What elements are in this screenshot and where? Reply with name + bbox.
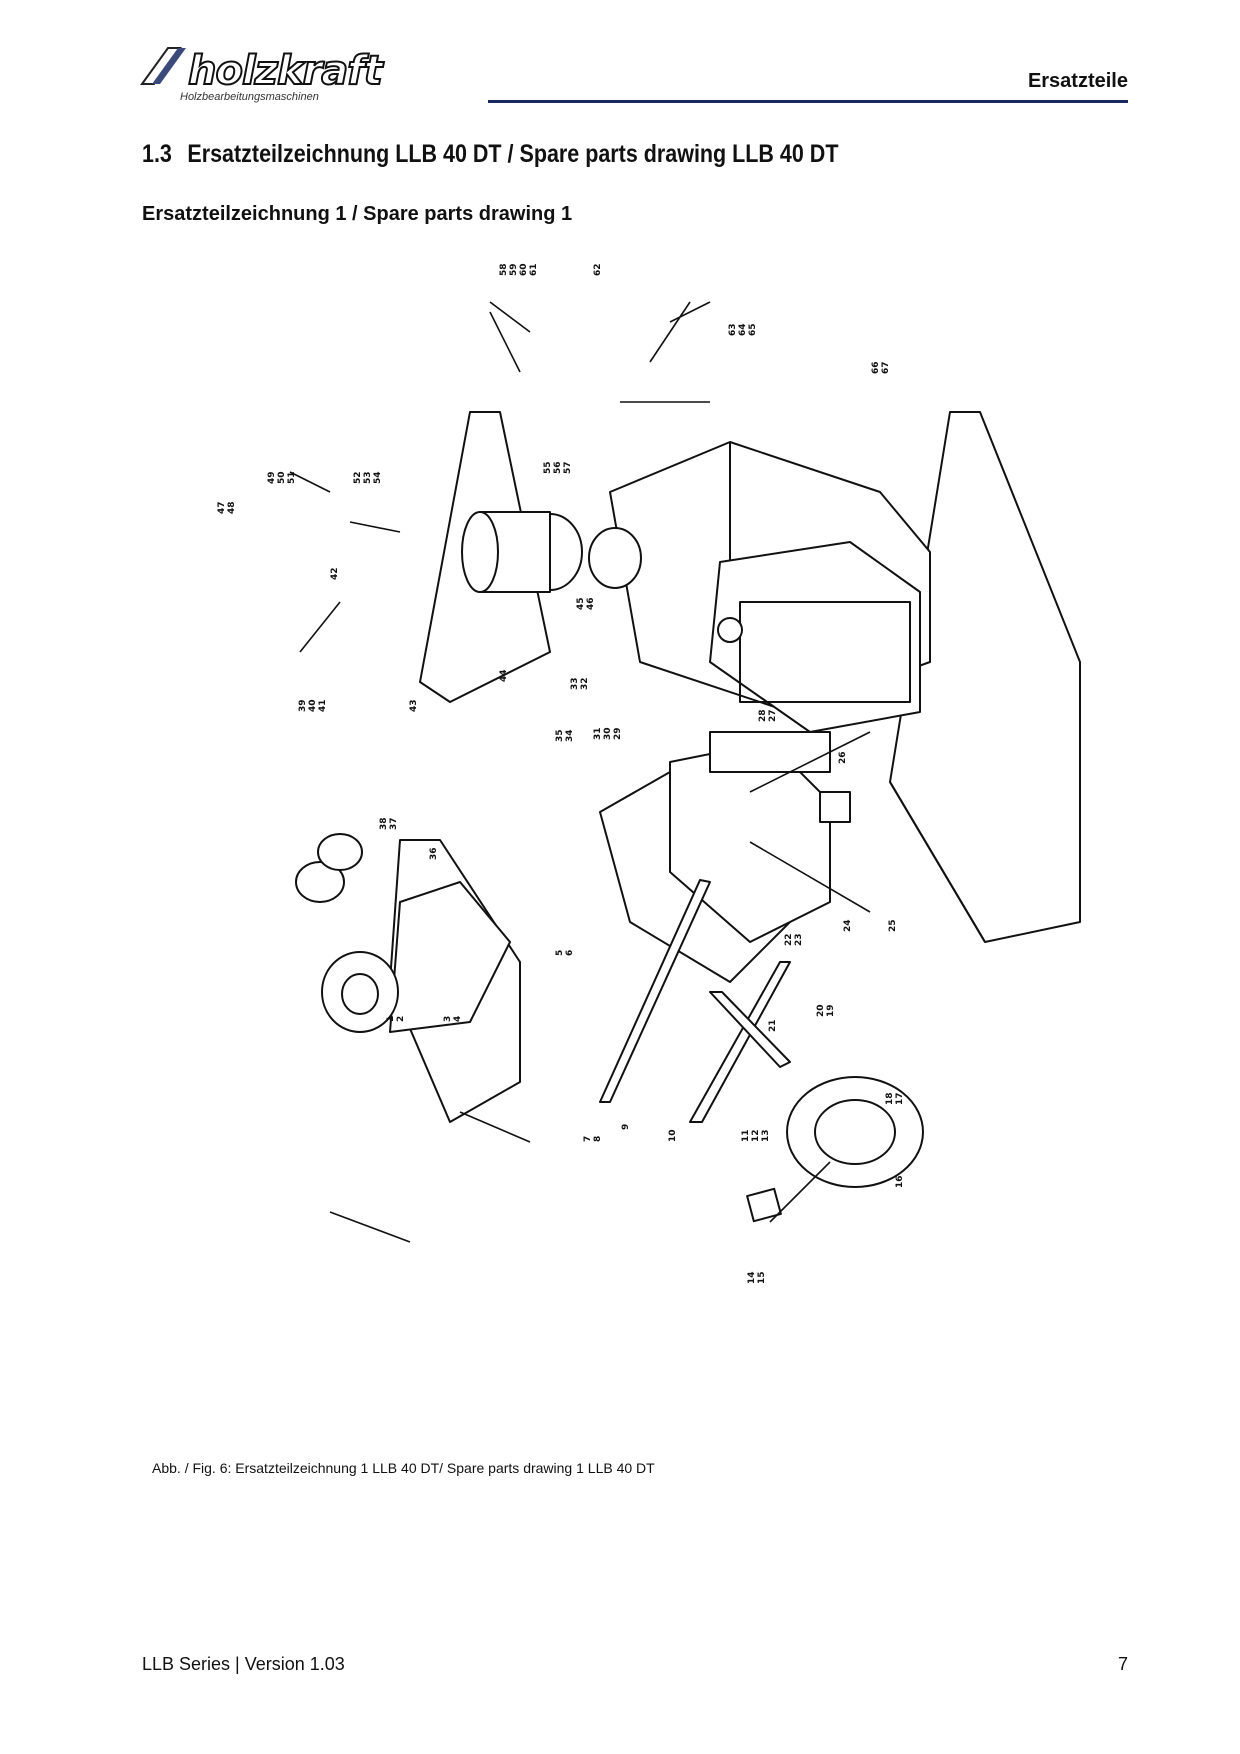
part-label: 35: [555, 729, 565, 742]
spare-parts-drawing: 1 2 3 4 5 6 7 8 9 10 11 12 13 14 15 16 1…: [150, 262, 1110, 1442]
part-label: 15: [757, 1271, 767, 1284]
part-label: 9: [621, 1124, 631, 1130]
part-label: 4: [453, 1016, 463, 1022]
part-label: 31: [593, 727, 603, 740]
part-label: 29: [613, 727, 623, 740]
part-label: 30: [603, 727, 613, 740]
part-label: 47: [217, 501, 227, 514]
part-label: 41: [318, 699, 328, 712]
part-label: 43: [409, 699, 419, 712]
part-label: 12: [751, 1129, 761, 1142]
part-label: 24: [843, 919, 853, 932]
part-label: 39: [298, 699, 308, 712]
handwheel: [786, 1076, 924, 1188]
part-label: 6: [565, 950, 575, 956]
part-label: 60: [519, 263, 529, 276]
part-label: 36: [429, 847, 439, 860]
part-label: 37: [389, 817, 399, 830]
part-label: 3: [443, 1016, 453, 1022]
part-label: 49: [267, 471, 277, 484]
footer-series: LLB Series | Version 1.03: [142, 1654, 345, 1674]
part-label: 22: [784, 933, 794, 946]
part-label: 44: [499, 669, 509, 682]
part-label: 66: [871, 361, 881, 374]
part-label: 34: [565, 729, 575, 742]
part-label: 54: [373, 471, 383, 484]
section-title: Ersatzteile: [1027, 70, 1128, 92]
part-label: 2: [396, 1016, 406, 1022]
part-label: 67: [881, 361, 891, 374]
part-label: 57: [563, 461, 573, 474]
brand-wordmark: holzkraft: [188, 48, 385, 94]
part-label: 46: [586, 597, 596, 610]
part-label: 52: [353, 471, 363, 484]
part-label: 33: [570, 677, 580, 690]
part-label: 7: [583, 1136, 593, 1142]
page-number: 7: [1117, 1654, 1128, 1674]
brand-tagline: Holzbearbeitungsmaschinen: [180, 91, 319, 103]
part-label: 17: [895, 1092, 905, 1105]
part-label: 20: [816, 1004, 826, 1017]
part-label: 51: [287, 471, 297, 484]
part-label: 65: [748, 323, 758, 336]
part-label: 5: [555, 950, 565, 956]
part-label: 42: [330, 567, 340, 580]
holzkraft-logo: holzkraft Holzbearbeitungsmaschinen: [140, 44, 420, 110]
part-label: 61: [529, 263, 539, 276]
part-label: 50: [277, 471, 287, 484]
part-label: 18: [885, 1092, 895, 1105]
part-label: 11: [741, 1129, 751, 1142]
part-label: 56: [553, 461, 563, 474]
heading-text: Ersatzteilzeichnung LLB 40 DT / Spare pa…: [187, 140, 839, 168]
header-divider: [488, 100, 1128, 103]
part-label: 55: [543, 461, 553, 474]
part-label: 26: [838, 751, 848, 764]
part-label: 23: [794, 933, 804, 946]
part-label: 45: [576, 597, 586, 610]
part-label: 16: [895, 1175, 905, 1188]
part-label: 62: [593, 263, 603, 276]
part-label: 19: [826, 1004, 836, 1017]
part-label: 58: [499, 263, 509, 276]
part-label: 38: [379, 817, 389, 830]
part-label: 14: [747, 1271, 757, 1284]
part-label: 10: [668, 1129, 678, 1142]
part-label: 64: [738, 323, 748, 336]
part-label: 40: [308, 699, 318, 712]
part-label: 48: [227, 501, 237, 514]
part-label: 1: [386, 1016, 396, 1022]
drawing-subtitle: Ersatzteilzeichnung 1 / Spare parts draw…: [142, 203, 573, 225]
column-window: [709, 541, 921, 733]
figure-caption: Abb. / Fig. 6: Ersatzteilzeichnung 1 LLB…: [152, 1460, 655, 1476]
part-label: 27: [768, 709, 778, 722]
heading-number: 1.3: [142, 140, 172, 168]
part-label: 8: [593, 1136, 603, 1142]
part-label: 28: [758, 709, 768, 722]
page-title: 1.3 Ersatzteilzeichnung LLB 40 DT / Spare…: [142, 140, 838, 169]
part-label: 53: [363, 471, 373, 484]
part-label: 21: [768, 1019, 778, 1032]
exploded-view-svg: 1 2 3 4 5 6 7 8 9 10 11 12 13 14 15 16 1…: [217, 263, 1081, 1284]
part-label: 59: [509, 263, 519, 276]
part-label: 13: [761, 1129, 771, 1142]
part-label: 25: [888, 919, 898, 932]
part-label: 63: [728, 323, 738, 336]
part-label: 32: [580, 677, 590, 690]
